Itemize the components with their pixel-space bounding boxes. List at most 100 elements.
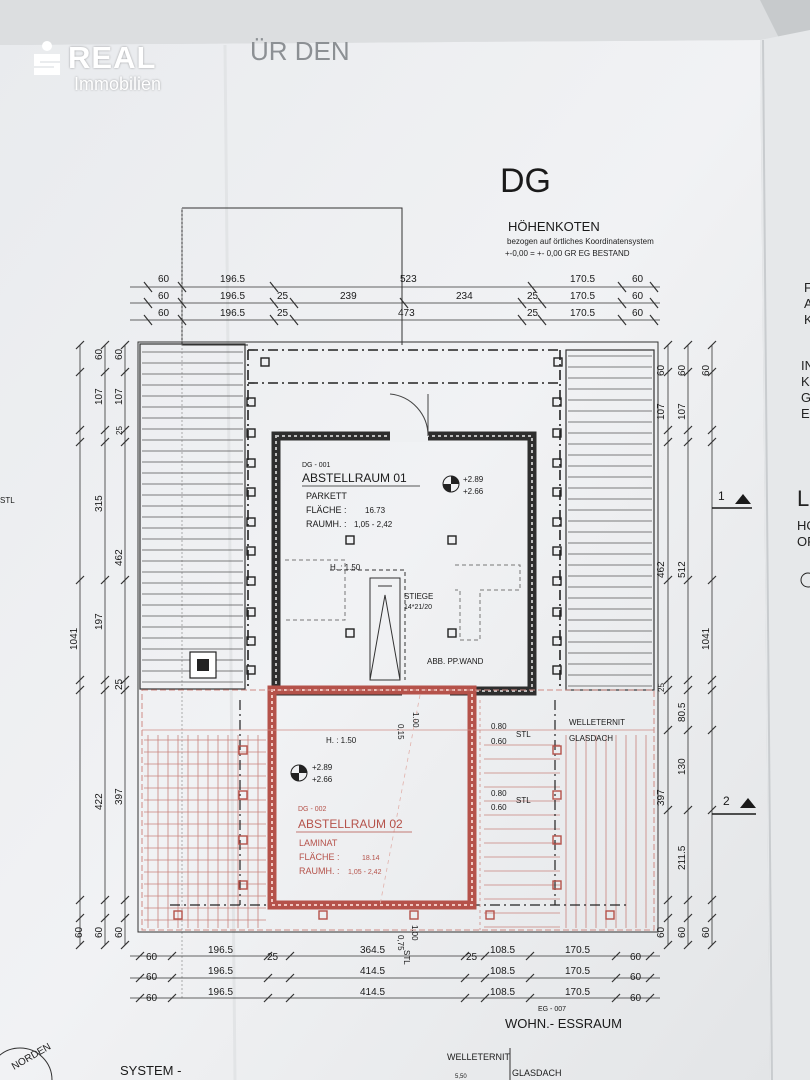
dim-top3-4: 25 [527,308,539,319]
edge-text-7: L [797,486,809,511]
dim-right-a0: 60 [656,364,667,376]
room-02-height-label: RAUMH. : [299,866,340,876]
room-01-area: 16.73 [365,506,386,515]
dim-tick [611,951,621,961]
column-marker [246,576,256,586]
room-01-area-label: FLÄCHE : [306,505,347,515]
dim-tick [75,913,85,923]
dim-tick [285,951,295,961]
dim-tick [683,367,693,377]
height-note-1: H. : 1.50 [330,563,361,572]
dim-tick [120,940,130,950]
edge-text-8: HO [797,518,810,533]
north-arrow [0,1047,53,1080]
left-dimension-labels: 1041 60 107 315 197 422 60 60 107 462 25… [69,348,125,938]
wall-removal-note: ABB. PP.WAND [427,657,484,666]
dim-top2-4: 234 [456,291,473,302]
dim-top3-1: 196.5 [220,308,245,319]
column-marker [246,458,256,468]
dim-tick [645,973,655,983]
dim-tick [480,993,490,1003]
heights-note-1: bezogen auf örtliches Koordinatensystem [507,237,654,246]
dim-tick [683,725,693,735]
room-02-id: DG - 002 [298,806,327,813]
dim-tick [683,425,693,435]
dim-tick [525,951,535,961]
room-02-area: 18.14 [362,855,380,862]
column-marker [318,910,328,920]
bottom-glasdach: GLASDACH [512,1068,562,1078]
dim-tick [100,895,110,905]
top-dimension-lines [130,281,660,326]
dim-bot3-3: 108.5 [490,987,515,998]
dim-tick [75,367,85,377]
left-roof-hatching [139,343,246,690]
sheet-edge [762,39,773,1080]
room-02-name: ABSTELLRAUM 02 [298,817,403,831]
dim-top3-0: 60 [158,308,170,319]
dim-bot1-6: 170.5 [565,945,590,956]
dim-tick [100,575,110,585]
section-marker-1: 1 [712,489,752,509]
heights-note-2: +-0,00 = +- 0,00 GR EG BESTAND [505,249,630,258]
dim-top1-0: 60 [158,274,170,285]
dim-tick [707,805,717,815]
column-marker [552,576,562,586]
dim-top1-1: 196.5 [220,274,245,285]
column-marker [238,745,248,755]
roof-edge-outline [137,341,659,933]
dim-top2-3: 239 [340,291,357,302]
right-dimension-labels: 60 107 462 25 397 60 60 107 512 80.5 130… [656,364,712,938]
edge-text-1: A [804,296,810,311]
column-marker [246,397,256,407]
column-marker [345,535,355,545]
dim-tick [75,940,85,950]
room-01-id: DG - 001 [302,462,331,469]
dim-top3-5: 170.5 [570,308,595,319]
dim-right-c0: 60 [701,364,712,376]
column-marker [552,607,562,617]
dim-tick [611,973,621,983]
eg-room-name: WOHN.- ESSRAUM [505,1016,622,1031]
logo-sub: Immobilien [74,74,162,94]
column-marker [552,880,562,890]
dim-tick [285,973,295,983]
dim-left-total: 1041 [69,627,80,650]
dim-tick [75,425,85,435]
dim-right-b3: 80.5 [677,702,688,722]
dim-left-b3: 25 [114,678,125,690]
dim-tick [263,973,273,983]
edge-text-9: OR [797,534,810,549]
column-marker [552,546,562,556]
dim-right-a2: 462 [656,561,667,578]
dim-tick [135,973,145,983]
dim-top3-3: 473 [398,308,415,319]
column-marker [246,428,256,438]
room-01-height: 1,05 - 2,42 [354,520,393,529]
room-01-level-a: +2.89 [463,475,484,484]
dim-bot1-1: 196.5 [208,945,233,956]
dim-tick [663,425,673,435]
bottom-dimension-lines [130,951,660,1003]
dim-right-b0: 60 [677,364,688,376]
dim-tick [707,725,717,735]
dim-tick [663,685,673,695]
column-marker [485,910,495,920]
dim-tick [75,340,85,350]
dim-tick [707,913,717,923]
dim-bot3-2: 414.5 [360,987,385,998]
column-marker [552,397,562,407]
dim-tick [100,340,110,350]
dim-tick [663,913,673,923]
stair-label: STIEGE [404,592,433,601]
dim-top3-6: 60 [632,308,644,319]
dim-tick [75,437,85,447]
column-marker [246,607,256,617]
window-a-width: 0.80 [491,722,507,731]
column-marker [345,628,355,638]
dim-tick [285,993,295,1003]
column-marker [238,835,248,845]
dim-right-b1: 107 [677,403,688,420]
dim-tick [707,367,717,377]
